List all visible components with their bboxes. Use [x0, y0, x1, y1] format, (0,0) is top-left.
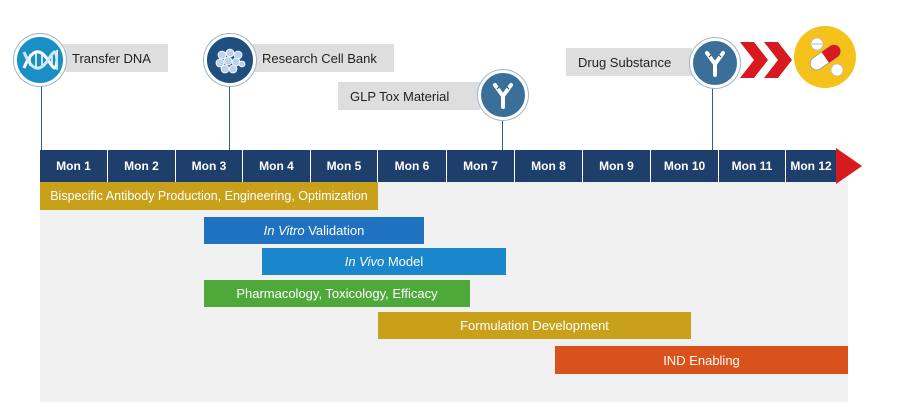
- connector-glp-tox: [502, 98, 503, 152]
- milestone-label-research-cell-bank: Research Cell Bank: [250, 44, 394, 72]
- month-10: Mon 10: [651, 150, 719, 182]
- task-pharmacology: Pharmacology, Toxicology, Efficacy: [204, 280, 470, 307]
- month-3: Mon 3: [176, 150, 243, 182]
- cells-icon: [204, 34, 256, 86]
- dna-icon: [14, 34, 66, 86]
- antibody-icon: [478, 70, 528, 120]
- task-in-vivo-model: In Vivo Model: [262, 248, 506, 275]
- task-in-vivo-rest: Model: [384, 254, 424, 269]
- month-8: Mon 8: [515, 150, 583, 182]
- milestone-label-transfer-dna: Transfer DNA: [60, 44, 168, 72]
- milestone-label-drug-substance: Drug Substance: [566, 48, 692, 76]
- month-11: Mon 11: [719, 150, 786, 182]
- month-5: Mon 5: [311, 150, 378, 182]
- task-ind-enabling: IND Enabling: [555, 346, 848, 374]
- connector-transfer-dna: [41, 60, 42, 152]
- timeline-arrow-tip: [836, 148, 862, 184]
- month-2: Mon 2: [108, 150, 176, 182]
- month-1: Mon 1: [40, 150, 108, 182]
- task-in-vivo-italic: In Vivo: [344, 254, 385, 269]
- pills-icon: [794, 26, 856, 88]
- month-9: Mon 9: [583, 150, 651, 182]
- task-in-vitro-rest: Validation: [304, 223, 365, 238]
- antibody-icon: [690, 38, 740, 88]
- task-pharmacology-label: Pharmacology, Toxicology, Efficacy: [236, 286, 438, 301]
- task-bispecific-label: Bispecific Antibody Production, Engineer…: [50, 188, 368, 203]
- task-bispecific-antibody: Bispecific Antibody Production, Engineer…: [40, 182, 378, 210]
- task-formulation-label: Formulation Development: [460, 318, 609, 333]
- task-formulation-development: Formulation Development: [378, 312, 691, 339]
- chevrons-icon: [740, 42, 792, 78]
- task-ind-label: IND Enabling: [663, 352, 740, 368]
- connector-drug-substance: [712, 62, 713, 152]
- connector-research-cell-bank: [229, 60, 230, 152]
- month-12: Mon 12: [786, 150, 836, 182]
- task-in-vitro-italic: In Vitro: [263, 223, 305, 238]
- month-4: Mon 4: [243, 150, 311, 182]
- month-7: Mon 7: [447, 150, 515, 182]
- month-6: Mon 6: [378, 150, 447, 182]
- milestone-label-glp-tox-material: GLP Tox Material: [338, 82, 480, 110]
- task-in-vitro-validation: In Vitro Validation: [204, 217, 424, 244]
